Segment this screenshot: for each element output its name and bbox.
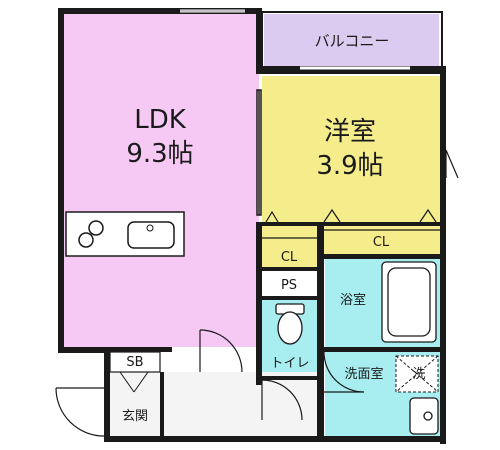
- wall-hall-step: [160, 372, 164, 436]
- western-name-label: 洋室: [324, 117, 376, 147]
- bathroom-label: 浴室: [340, 292, 366, 308]
- kitchen-counter: [65, 211, 185, 257]
- entrance-label: 玄関: [122, 409, 148, 424]
- western-room-floor: [262, 76, 440, 223]
- wall-ldk-bottom: [58, 347, 108, 353]
- closet-left-floor: [262, 225, 317, 267]
- toilet-label: トイレ: [270, 356, 309, 371]
- sink-drain: [146, 224, 154, 232]
- wall-bath-bottom: [324, 347, 446, 352]
- wall-bottom: [104, 436, 446, 442]
- kitchen-sink: [127, 221, 175, 249]
- washer-spot: [395, 355, 439, 393]
- wall-shoebox-top: [108, 347, 172, 352]
- wall-closet-top: [256, 222, 446, 226]
- wall-bath-top: [317, 254, 446, 259]
- shoe-box: [109, 351, 161, 373]
- closet-left-label: CL: [281, 250, 298, 265]
- washroom-door: [323, 351, 365, 393]
- entrance-step: [119, 371, 149, 393]
- sliding-door: [256, 89, 262, 216]
- shoe-box-label: SB: [126, 355, 143, 370]
- ldk-floor: [64, 12, 259, 347]
- toilet-fixture: [275, 303, 305, 345]
- wall-toilet-bottom: [256, 376, 324, 380]
- wall-left: [58, 8, 64, 353]
- closet-doors: [262, 208, 440, 239]
- western-exterior-door: [445, 149, 459, 179]
- wall-top: [58, 8, 260, 14]
- wall-ps-box-bottom: [256, 296, 318, 300]
- walls: [58, 8, 446, 444]
- stove-burner-1: [78, 232, 94, 248]
- washroom-label: 洗面室: [344, 366, 383, 382]
- wash-basin: [409, 397, 439, 435]
- wall-ps-box-top: [256, 267, 318, 271]
- wall-ldk-right-upper: [256, 8, 262, 70]
- balcony-label: バルコニー: [315, 32, 390, 50]
- balcony-floor: [264, 14, 439, 66]
- ldk-size-label: 9.3帖: [126, 139, 193, 169]
- bathtub: [381, 261, 437, 343]
- wall-ldk-right-lower: [256, 225, 262, 385]
- entrance-hall-floor: [110, 372, 322, 436]
- washer-label: 洗: [412, 367, 425, 382]
- closet-right-label: CL: [373, 235, 390, 250]
- entrance-door: [55, 387, 105, 437]
- western-size-label: 3.9帖: [316, 151, 383, 181]
- toilet-door: [261, 379, 303, 421]
- wall-entrance-left: [104, 347, 110, 442]
- ldk-name-label: LDK: [134, 105, 187, 135]
- stove-burner-2: [88, 220, 104, 236]
- wall-closet-middle: [317, 222, 324, 436]
- pipe-space-label: PS: [281, 278, 297, 293]
- ldk-door: [199, 329, 243, 373]
